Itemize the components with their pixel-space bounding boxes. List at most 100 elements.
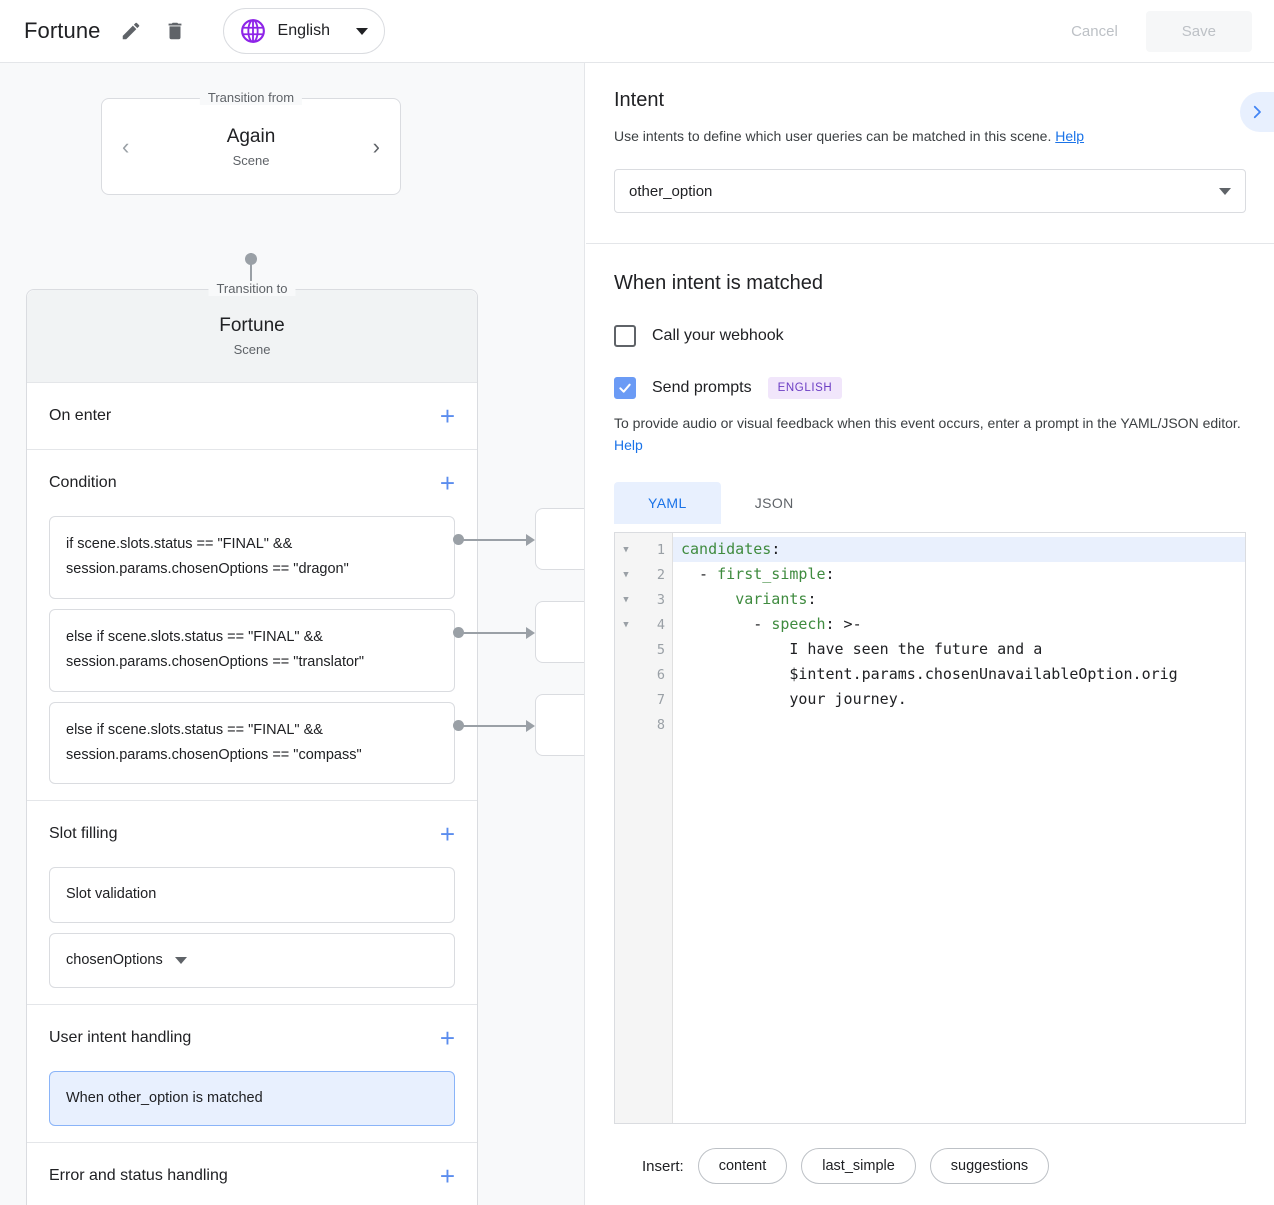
slot-validation-item[interactable]: Slot validation [49, 867, 455, 923]
cancel-button[interactable]: Cancel [1049, 13, 1140, 50]
section-condition: Condition + if scene.slots.status == "FI… [27, 450, 477, 802]
code-line [673, 712, 1245, 737]
edit-pencil-button[interactable] [111, 11, 151, 51]
editor-format-tabs: YAML JSON [614, 482, 1246, 525]
condition-connector-line [462, 632, 530, 634]
condition-target-card[interactable] [535, 601, 584, 663]
code-key: variants [735, 590, 808, 609]
code-punct: : [771, 540, 781, 559]
top-bar: Fortune English Cancel Save [0, 0, 1274, 63]
insert-chip-content[interactable]: content [697, 1148, 788, 1185]
section-title-condition: Condition [49, 474, 117, 491]
chevron-right-icon [1253, 105, 1261, 119]
scene-header[interactable]: Fortune Scene [27, 290, 477, 383]
check-icon [619, 383, 631, 393]
tab-yaml[interactable]: YAML [614, 482, 721, 525]
intent-help-link[interactable]: Help [1055, 128, 1085, 144]
globe-icon [240, 18, 266, 44]
next-scene-button[interactable]: › [372, 133, 380, 159]
chevron-down-icon [1219, 187, 1231, 195]
content-area: Transition from ‹ Again Scene › Transiti… [0, 63, 1274, 1205]
fold-triangle-icon[interactable]: ▼ [623, 544, 629, 555]
previous-scene-button[interactable]: ‹ [122, 133, 130, 159]
condition-target-card[interactable] [535, 694, 584, 756]
webhook-checkbox-row[interactable]: Call your webhook [614, 325, 1246, 347]
condition-target-card[interactable] [535, 508, 584, 570]
chevron-down-icon[interactable] [174, 956, 187, 964]
add-error-handler-button[interactable]: + [439, 1161, 455, 1192]
editor-code-area[interactable]: candidates: - first_simple: variants: - … [673, 533, 1245, 1123]
language-label: English [277, 22, 331, 39]
intent-description: Use intents to define which user queries… [614, 126, 1246, 147]
code-line: - first_simple: [673, 562, 1245, 587]
intent-select-value: other_option [629, 182, 713, 200]
webhook-checkbox[interactable] [614, 325, 636, 347]
condition-item[interactable]: if scene.slots.status == "FINAL" && sess… [49, 516, 455, 599]
condition-connector-arrowhead [526, 627, 535, 639]
condition-connector-arrowhead [526, 534, 535, 546]
line-number: 1 [656, 541, 665, 558]
intent-description-text: Use intents to define which user queries… [614, 128, 1052, 144]
section-user-intent-handling: User intent handling + When other_option… [27, 1005, 477, 1144]
user-intent-item-selected[interactable]: When other_option is matched [49, 1071, 455, 1127]
transition-from-info: Again Scene [135, 126, 366, 168]
language-selector[interactable]: English [222, 8, 386, 54]
condition-connector-dot [453, 627, 464, 638]
slot-name: chosenOptions [66, 951, 163, 968]
code-key: candidates [681, 540, 772, 559]
condition-connector-line [462, 539, 530, 541]
code-indent [681, 590, 735, 608]
code-key: speech [771, 615, 826, 634]
section-title-error-status-handling: Error and status handling [49, 1167, 228, 1185]
code-line: variants: [673, 587, 1245, 612]
expand-panel-button[interactable] [1240, 92, 1274, 132]
add-condition-button[interactable]: + [439, 468, 455, 498]
section-title-on-enter: On enter [49, 407, 112, 424]
delete-button[interactable] [155, 11, 195, 51]
transition-from-legend: Transition from [199, 90, 303, 105]
intent-select[interactable]: other_option [614, 169, 1246, 213]
gutter-line: 7 [615, 687, 672, 712]
fold-triangle-icon[interactable]: ▼ [623, 619, 629, 630]
insert-chips-row: Insert: content last_simple suggestions [614, 1124, 1246, 1185]
scene-name: Fortune [219, 315, 285, 336]
fold-triangle-icon[interactable]: ▼ [623, 569, 629, 580]
chevron-down-icon [356, 27, 369, 35]
add-slot-button[interactable]: + [439, 819, 455, 850]
code-line: $intent.params.chosenUnavailableOption.o… [673, 662, 1245, 687]
condition-connector-line [462, 725, 530, 727]
condition-connector-dot [453, 720, 464, 731]
add-user-intent-button[interactable]: + [439, 1023, 455, 1054]
code-text: your journey. [681, 690, 907, 709]
send-prompts-checkbox-row[interactable]: Send prompts ENGLISH [614, 377, 1246, 399]
condition-item[interactable]: else if scene.slots.status == "FINAL" &&… [49, 701, 455, 785]
gutter-line: 5 [615, 637, 672, 662]
webhook-label: Call your webhook [652, 327, 784, 344]
line-number: 6 [656, 666, 665, 683]
matched-heading: When intent is matched [614, 272, 823, 294]
gutter-line: ▼1 [615, 537, 672, 562]
save-button[interactable]: Save [1145, 10, 1252, 52]
condition-connector-arrowhead [526, 720, 535, 732]
scene-graph-pane: Transition from ‹ Again Scene › Transiti… [0, 63, 585, 1205]
insert-chip-suggestions[interactable]: suggestions [929, 1148, 1050, 1185]
slot-item[interactable]: chosenOptions [49, 932, 455, 989]
gutter-line: 8 [615, 712, 672, 737]
line-number: 7 [656, 691, 665, 708]
transition-from-subtitle: Scene [232, 152, 270, 168]
code-punct: : [807, 590, 817, 609]
code-editor[interactable]: ▼1 ▼2 ▼3 ▼4 5 6 7 8 candidates: - first_… [614, 532, 1246, 1125]
tab-json[interactable]: JSON [754, 495, 794, 512]
send-prompts-checkbox[interactable] [614, 377, 636, 399]
prompts-help-link[interactable]: Help [614, 436, 643, 453]
condition-item[interactable]: else if scene.slots.status == "FINAL" &&… [49, 608, 455, 692]
transition-from-card[interactable]: Transition from ‹ Again Scene › [101, 90, 401, 195]
send-prompts-label: Send prompts [652, 379, 752, 396]
fold-triangle-icon[interactable]: ▼ [623, 594, 629, 605]
trash-icon [168, 22, 181, 40]
add-on-enter-button[interactable]: + [439, 401, 455, 431]
insert-chip-last-simple[interactable]: last_simple [801, 1148, 916, 1185]
when-intent-matched-section: When intent is matched Call your webhook… [586, 244, 1274, 1185]
line-number: 4 [656, 616, 665, 633]
section-title-slot-filling: Slot filling [49, 825, 118, 843]
